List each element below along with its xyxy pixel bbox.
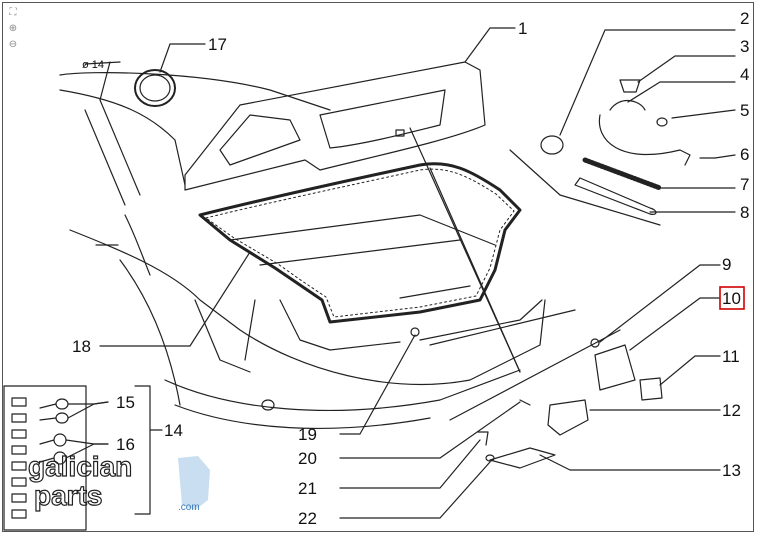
dimension-label: ø 14	[82, 59, 104, 71]
fit-icon[interactable]: ⛶	[9, 7, 17, 18]
callout-1: 1	[518, 19, 527, 38]
callout-2: 2	[740, 9, 749, 28]
watermark-line1: galician	[28, 451, 132, 482]
callout-numbers: 1 2 3 4 5 6 7 8 9 10 11 12 13 14 15 16 1…	[72, 9, 749, 528]
callout-11: 11	[722, 347, 740, 366]
watermark-logo: galician parts .com	[27, 450, 210, 513]
map-shape-icon	[178, 456, 210, 510]
callout-22: 22	[298, 509, 317, 528]
watermark-line2: parts	[34, 480, 102, 511]
callout-12: 12	[722, 401, 741, 420]
hinge-parts	[540, 79, 716, 215]
callout-10: 10	[722, 289, 741, 308]
zoom-out-icon[interactable]: ⊖	[8, 39, 18, 50]
callout-3: 3	[740, 37, 749, 56]
callout-15: 15	[116, 393, 135, 412]
highlight-box	[719, 286, 745, 310]
callout-8: 8	[740, 203, 749, 222]
leader-lines	[65, 27, 736, 519]
key-set	[3, 385, 163, 531]
callout-20: 20	[298, 449, 317, 468]
callout-17: 17	[208, 35, 227, 54]
zoom-in-icon[interactable]: ⊕	[8, 23, 18, 34]
callout-5: 5	[740, 101, 749, 120]
callout-16: 16	[116, 435, 135, 454]
latch-parts	[410, 309, 663, 469]
grommet-17	[84, 61, 176, 107]
callout-6: 6	[740, 145, 749, 164]
callout-7: 7	[740, 175, 749, 194]
callout-18: 18	[72, 337, 91, 356]
callout-4: 4	[740, 65, 749, 84]
callout-9: 9	[722, 255, 731, 274]
trunk-seal	[198, 162, 522, 324]
car-body	[59, 72, 546, 429]
callout-19: 19	[298, 425, 317, 444]
trunk-lid	[184, 61, 486, 191]
zoom-toolbar: ⛶ ⊕ ⊖	[5, 5, 21, 57]
callout-13: 13	[722, 461, 741, 480]
callout-21: 21	[298, 479, 317, 498]
callout-14: 14	[164, 421, 183, 440]
watermark-suffix: .com	[178, 502, 200, 513]
